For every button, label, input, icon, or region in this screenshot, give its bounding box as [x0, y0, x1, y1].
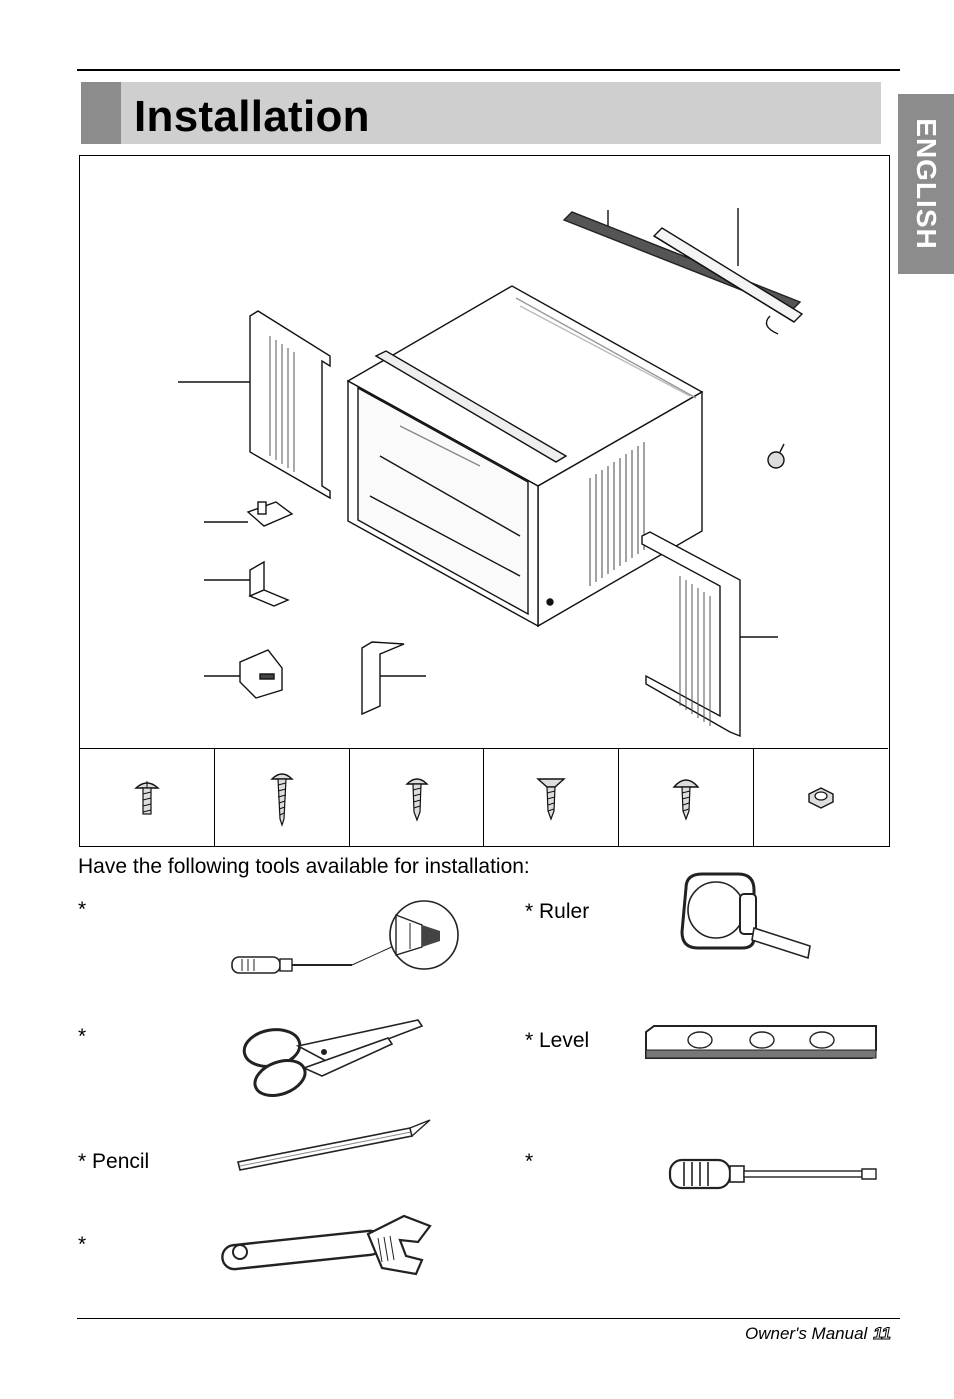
sill-support-icon: [204, 649, 283, 699]
tool-label-pencil: * Pencil: [78, 1150, 150, 1173]
parts-illustration: [178, 208, 804, 738]
window-cabinet-icon: [346, 285, 704, 628]
title-bar: [81, 82, 881, 144]
flat-head-screw-icon: [536, 778, 567, 821]
parts-diagram: [79, 155, 890, 847]
screw-cell-1: [80, 749, 215, 847]
page-title: Installation: [134, 92, 370, 141]
tool-label-scissors: *: [78, 1025, 87, 1048]
tool-label-level: * Level: [525, 1029, 590, 1052]
language-tab-label: ENGLISH: [911, 118, 942, 250]
flathead-screwdriver-icon: [668, 1158, 877, 1190]
hex-nut-icon: [808, 787, 834, 809]
scissors-icon: [242, 1019, 424, 1097]
top-guide-rail-icon: [652, 208, 804, 335]
pan-head-screw-icon: [404, 778, 429, 822]
level-icon: [645, 1025, 877, 1059]
tools-heading: Have the following tools available for i…: [78, 855, 530, 878]
angle-bracket-icon: [204, 560, 290, 607]
top-rule: [77, 69, 900, 71]
pencil-icon: [237, 1119, 431, 1171]
l-bracket-icon: [361, 641, 426, 716]
screw-cell-4: [484, 749, 620, 847]
tool-label-tape-measure: * Ruler: [525, 900, 590, 923]
locking-bracket-icon: [204, 501, 294, 527]
left-curtain-icon: [178, 310, 331, 500]
tool-label-phillips-screwdriver: *: [78, 898, 87, 921]
round-head-screw-icon: [672, 779, 700, 821]
adjustable-wrench-icon: [221, 1214, 432, 1276]
long-pan-head-screw-icon: [270, 773, 294, 827]
tool-label-flathead-screwdriver: *: [525, 1150, 534, 1173]
screw-cell-2: [215, 749, 350, 847]
right-curtain-icon: [641, 531, 778, 738]
screw-cell-6: [754, 749, 888, 847]
bottom-rule: [77, 1318, 900, 1319]
page-footer: Owner's Manual 11: [745, 1324, 891, 1344]
phillips-screwdriver-icon: [231, 900, 459, 974]
mounting-bolt-icon: [767, 443, 785, 469]
title-block: [81, 82, 121, 144]
tape-measure-icon: [680, 872, 811, 960]
screw-cell-5: [619, 749, 755, 847]
truss-head-screw-icon: [134, 781, 160, 815]
footer-label: Owner's Manual: [745, 1324, 868, 1343]
screw-row: [80, 748, 888, 847]
screw-cell-3: [350, 749, 485, 847]
language-tab: ENGLISH: [898, 94, 954, 274]
tool-label-adjustable-wrench: *: [78, 1233, 87, 1256]
page-number: 11: [873, 1324, 892, 1344]
